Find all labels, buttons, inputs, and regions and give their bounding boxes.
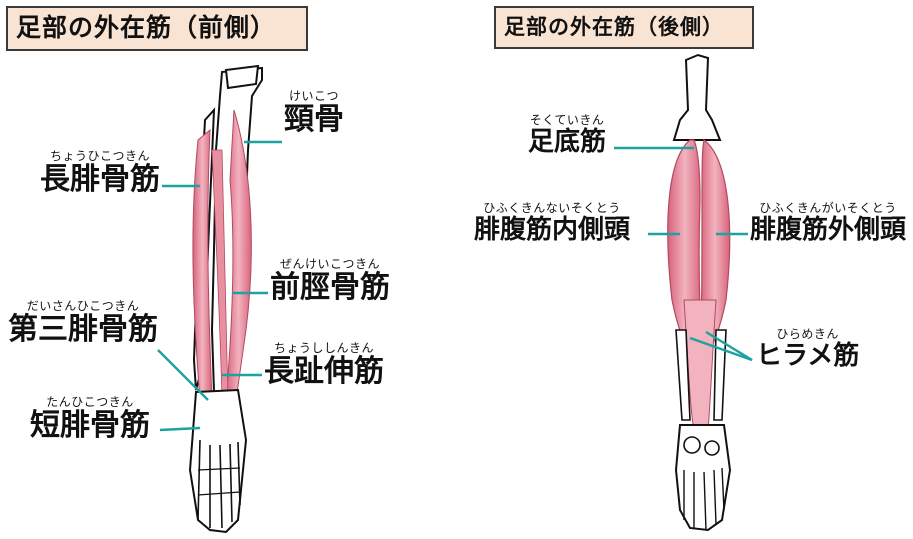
front-leg-figure bbox=[190, 66, 262, 532]
label-keikotsu: けいこつ 頸骨 bbox=[284, 90, 344, 137]
label-zenkeikotsukin: ぜんけいこつきん 前脛骨筋 bbox=[270, 258, 390, 305]
name-keikotsu: 頸骨 bbox=[284, 103, 344, 137]
name-hiramekin: ヒラメ筋 bbox=[756, 341, 859, 371]
label-choshishinkin: ちょうししんきん 長趾伸筋 bbox=[264, 342, 384, 389]
name-tanhikotsukin: 短腓骨筋 bbox=[30, 409, 150, 443]
label-hiramekin: ひらめきん ヒラメ筋 bbox=[756, 328, 859, 371]
label-naisokutou: ひふくきんないそくとう 腓腹筋内側頭 bbox=[474, 202, 630, 245]
label-gaisokutou: ひふくきんがいそくとう 腓腹筋外側頭 bbox=[750, 202, 906, 245]
ruby-naisokutou: ひふくきんないそくとう bbox=[474, 202, 630, 215]
name-sokuteikin: 足底筋 bbox=[528, 127, 606, 157]
label-sokuteikin: そくていきん 足底筋 bbox=[528, 114, 606, 157]
ruby-hiramekin: ひらめきん bbox=[756, 328, 859, 341]
label-tanhikotsukin: たんひこつきん 短腓骨筋 bbox=[30, 396, 150, 443]
back-leg-figure bbox=[668, 55, 730, 530]
name-choshishinkin: 長趾伸筋 bbox=[264, 355, 384, 389]
ruby-gaisokutou: ひふくきんがいそくとう bbox=[750, 202, 906, 215]
name-chohikotsukin: 長腓骨筋 bbox=[40, 163, 160, 197]
name-naisokutou: 腓腹筋内側頭 bbox=[474, 215, 630, 245]
label-chohikotsukin: ちょうひこつきん 長腓骨筋 bbox=[40, 150, 160, 197]
label-daisanhikotsukin: だいさんひこつきん 第三腓骨筋 bbox=[8, 300, 158, 347]
name-gaisokutou: 腓腹筋外側頭 bbox=[750, 215, 906, 245]
ruby-sokuteikin: そくていきん bbox=[528, 114, 606, 127]
name-zenkeikotsukin: 前脛骨筋 bbox=[270, 271, 390, 305]
name-daisanhikotsukin: 第三腓骨筋 bbox=[8, 313, 158, 347]
